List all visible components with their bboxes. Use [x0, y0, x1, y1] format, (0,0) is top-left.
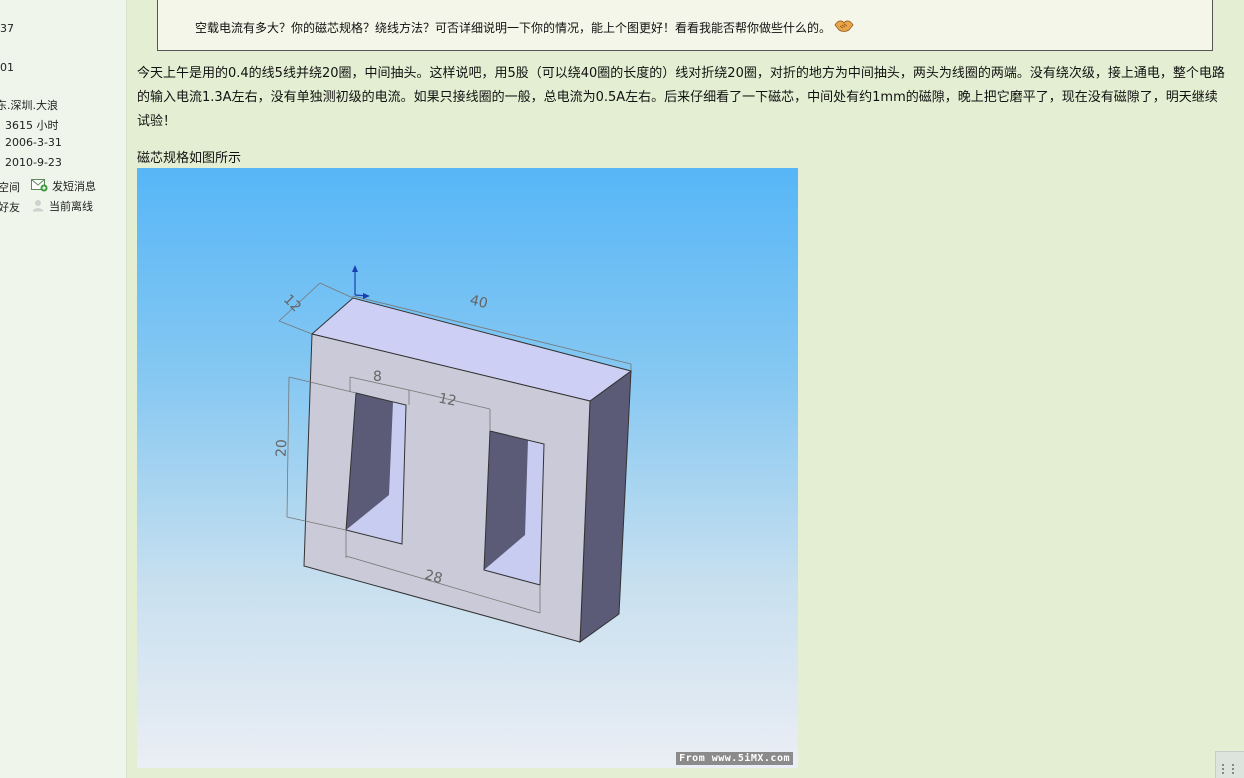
add-friend-link[interactable]: 好友 — [0, 201, 20, 214]
dim-label: 12 — [437, 390, 458, 409]
envelope-icon — [31, 179, 48, 195]
quote-text-line: 空载电流有多大？你的磁芯规格？绕线方法？可否详细说明一下你的情况，能上个图更好！… — [195, 19, 854, 36]
dim-label: 40 — [468, 292, 489, 312]
user-location: 东.深圳.大浪 — [0, 99, 58, 112]
online-status-label: 当前离线 — [49, 200, 93, 213]
figure-caption: 磁芯规格如图所示 — [137, 151, 242, 166]
resize-grip-icon[interactable] — [1215, 751, 1244, 778]
dim-label: 12 — [280, 292, 304, 316]
watermark: From www.5iMX.com — [676, 752, 793, 765]
user-register-date: 2006-3-31 — [5, 136, 62, 149]
online-status: 当前离线 — [31, 198, 93, 215]
user-last-login: 2010-9-23 — [5, 156, 62, 169]
dim-label: 28 — [423, 567, 444, 587]
user-stat-partial: 01 — [0, 61, 14, 74]
send-message-link[interactable]: 发短消息 — [31, 178, 96, 195]
dim-label: 8 — [373, 369, 382, 385]
post-content: 空载电流有多大？你的磁芯规格？绕线方法？可否详细说明一下你的情况，能上个图更好！… — [127, 0, 1244, 778]
core-drawing[interactable]: 12 40 8 12 20 28 From www.5iMX.com — [137, 168, 798, 768]
handshake-icon — [834, 19, 854, 33]
dim-label: 20 — [274, 439, 291, 457]
user-online-time: 3615 小时 — [5, 119, 59, 132]
e-core-3d-model: 12 40 8 12 20 28 — [274, 265, 633, 644]
user-offline-icon — [31, 199, 45, 215]
post-body: 今天上午是用的0.4的线5线并绕20圈，中间抽头。这样说吧，用5股（可以绕40圈… — [137, 66, 1225, 129]
user-sidebar: 37 01 东.深圳.大浪 3615 小时 2006-3-31 2010-9-2… — [0, 0, 127, 778]
send-message-label: 发短消息 — [52, 180, 96, 193]
quote-text: 空载电流有多大？你的磁芯规格？绕线方法？可否详细说明一下你的情况，能上个图更好！… — [195, 21, 832, 35]
quote-block: 空载电流有多大？你的磁芯规格？绕线方法？可否详细说明一下你的情况，能上个图更好！… — [157, 0, 1213, 51]
origin-axis-icon — [352, 265, 370, 299]
user-stat-partial: 37 — [0, 22, 14, 35]
space-link[interactable]: 空间 — [0, 181, 20, 194]
